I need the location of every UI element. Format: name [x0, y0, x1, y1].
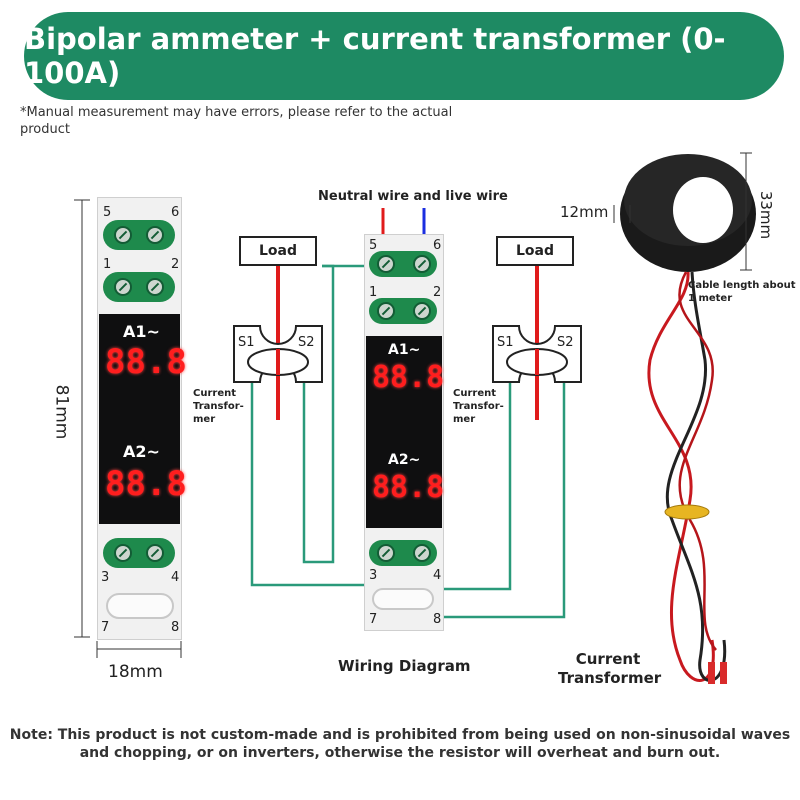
screw-icon: [377, 302, 395, 320]
center-a1-label: A1~: [388, 342, 421, 358]
ct-product-label: Current Transformer: [558, 650, 662, 687]
screw-icon: [377, 544, 395, 562]
center-term-3: 3: [369, 568, 378, 583]
cable-length-note: Cable length about 1 meter: [688, 280, 796, 304]
left-term-6: 6: [171, 205, 180, 220]
center-terminal-bottom: [369, 540, 437, 566]
left-terminal-bottom: [103, 538, 175, 568]
ct-thickness-dim: 12mm: [560, 203, 609, 221]
ct-right-s2: S2: [557, 335, 574, 350]
ct-outer-dim: 33mm: [757, 190, 776, 240]
left-term-8: 8: [171, 620, 180, 635]
left-term-5: 5: [103, 205, 112, 220]
screw-icon: [114, 226, 132, 244]
cable-end-red: [708, 662, 715, 684]
left-term-2: 2: [171, 257, 180, 272]
screw-icon: [114, 278, 132, 296]
ct-left-s2: S2: [298, 335, 315, 350]
ct-left-s1: S1: [238, 335, 255, 350]
cable-end-red-2: [720, 662, 727, 684]
footer-note: Note: This product is not custom-made an…: [9, 727, 791, 761]
screw-icon: [114, 544, 132, 562]
screw-icon: [413, 544, 431, 562]
center-terminal-top: [369, 251, 437, 277]
title-banner: Bipolar ammeter + current transformer (0…: [24, 12, 784, 100]
left-term-4: 4: [171, 570, 180, 585]
screw-icon: [377, 255, 395, 273]
center-term-1: 1: [369, 285, 378, 300]
wiring-diagram-title: Wiring Diagram: [338, 657, 471, 675]
screw-icon: [413, 302, 431, 320]
screw-icon: [146, 544, 164, 562]
disclaimer-text: *Manual measurement may have errors, ple…: [20, 105, 453, 137]
left-display-panel: A1~ 88.8 A2~ 88.8: [99, 314, 187, 524]
center-din-clip: [372, 588, 434, 610]
height-dimension: 81mm: [51, 384, 72, 440]
center-term-2: 2: [433, 285, 442, 300]
width-dimension: 18mm: [108, 662, 163, 682]
a2-readout: 88.8: [105, 464, 187, 504]
ct-left-label: Current Transfor- mer: [193, 388, 244, 425]
ct-cable-red: [647, 271, 715, 682]
center-term-7: 7: [369, 612, 378, 627]
center-a1-readout: 88.8: [372, 360, 445, 395]
center-terminal-upper: [369, 298, 437, 324]
ct-right-label: Current Transfor- mer: [453, 388, 504, 425]
left-term-1: 1: [103, 257, 112, 272]
page-title: Bipolar ammeter + current transformer (0…: [24, 22, 726, 90]
left-terminal-top: [103, 220, 175, 250]
load-right-box: Load: [496, 236, 574, 266]
left-term-7: 7: [101, 620, 110, 635]
a1-readout: 88.8: [105, 342, 187, 382]
load-left-box: Load: [239, 236, 317, 266]
a2-label: A2~: [123, 442, 160, 461]
center-term-4: 4: [433, 568, 442, 583]
cable-tie: [664, 504, 710, 520]
left-din-clip: [106, 593, 174, 619]
a1-label: A1~: [123, 322, 160, 341]
center-term-5: 5: [369, 238, 378, 253]
center-term-6: 6: [433, 238, 442, 253]
center-display-panel: A1~ 88.8 A2~ 88.8: [366, 336, 445, 528]
center-a2-label: A2~: [388, 452, 421, 468]
screw-icon: [146, 278, 164, 296]
ct-inner-dim: 15mm: [707, 184, 723, 227]
ct-right-s1: S1: [497, 335, 514, 350]
screw-icon: [413, 255, 431, 273]
wire-load-to-terminal5: [302, 264, 335, 564]
left-term-3: 3: [101, 570, 110, 585]
center-a2-readout: 88.8: [372, 470, 445, 505]
neutral-live-label: Neutral wire and live wire: [318, 189, 508, 204]
ct-cable-black: [665, 271, 727, 682]
center-term-8: 8: [433, 612, 442, 627]
left-terminal-upper: [103, 272, 175, 302]
screw-icon: [146, 226, 164, 244]
